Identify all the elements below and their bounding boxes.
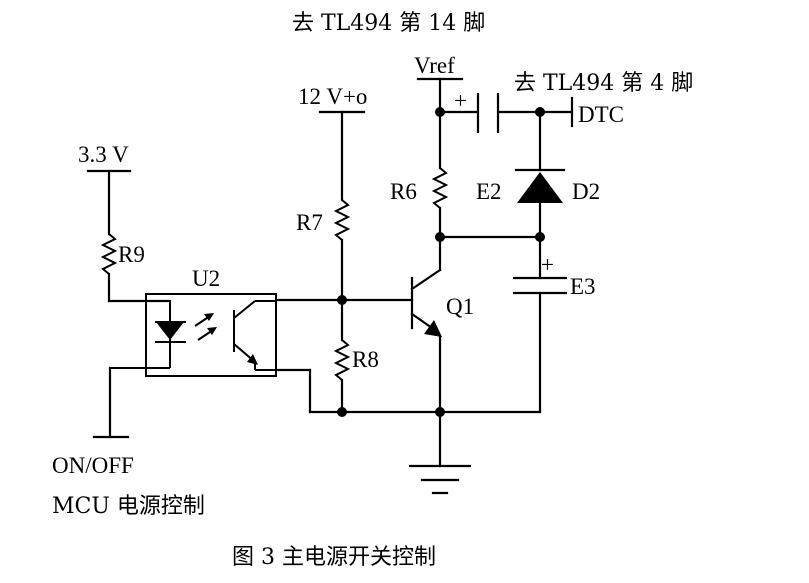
r6-resistor bbox=[431, 110, 449, 239]
r6-label: R6 bbox=[390, 179, 417, 204]
d2-label: D2 bbox=[572, 179, 600, 204]
v12-terminal bbox=[318, 110, 366, 202]
onoff-terminal bbox=[92, 366, 130, 439]
e3-plus-label: + bbox=[541, 252, 554, 277]
v12-label: 12 V+o bbox=[298, 84, 367, 109]
junction-dots bbox=[337, 107, 545, 417]
vref-node bbox=[416, 77, 464, 114]
figure-caption: 图 3 主电源开关控制 bbox=[232, 545, 436, 570]
e3-label: E3 bbox=[570, 274, 596, 299]
v33-terminal bbox=[86, 169, 132, 236]
e2-label: E2 bbox=[476, 179, 502, 204]
r7-label: R7 bbox=[296, 210, 323, 235]
ground-symbol bbox=[408, 464, 472, 495]
r9-label: R9 bbox=[118, 242, 145, 267]
e3-capacitor bbox=[512, 235, 568, 414]
v33-label: 3.3 V bbox=[78, 142, 129, 167]
d2-diode bbox=[514, 110, 566, 239]
e2-plus-label: + bbox=[454, 88, 467, 113]
ground-bus bbox=[274, 368, 542, 414]
u2-label: U2 bbox=[192, 266, 220, 291]
dtc-terminal bbox=[538, 96, 574, 128]
e2-capacitor bbox=[438, 92, 542, 134]
r9-resistor bbox=[100, 233, 172, 303]
q1-transistor bbox=[410, 235, 442, 468]
u2-optocoupler bbox=[110, 293, 277, 377]
dtc-label: DTC bbox=[578, 102, 624, 127]
q1-label: Q1 bbox=[446, 294, 474, 319]
r7-resistor bbox=[333, 199, 351, 342]
tl494-pin14-label: 去 TL494 第 14 脚 bbox=[292, 11, 485, 36]
tl494-pin4-label: 去 TL494 第 4 脚 bbox=[514, 71, 693, 96]
r8-label: R8 bbox=[352, 347, 379, 372]
onoff-label: ON/OFF bbox=[52, 453, 134, 478]
r8-resistor bbox=[333, 339, 351, 414]
vref-label: Vref bbox=[414, 53, 455, 78]
mcu-label: MCU 电源控制 bbox=[52, 494, 205, 519]
